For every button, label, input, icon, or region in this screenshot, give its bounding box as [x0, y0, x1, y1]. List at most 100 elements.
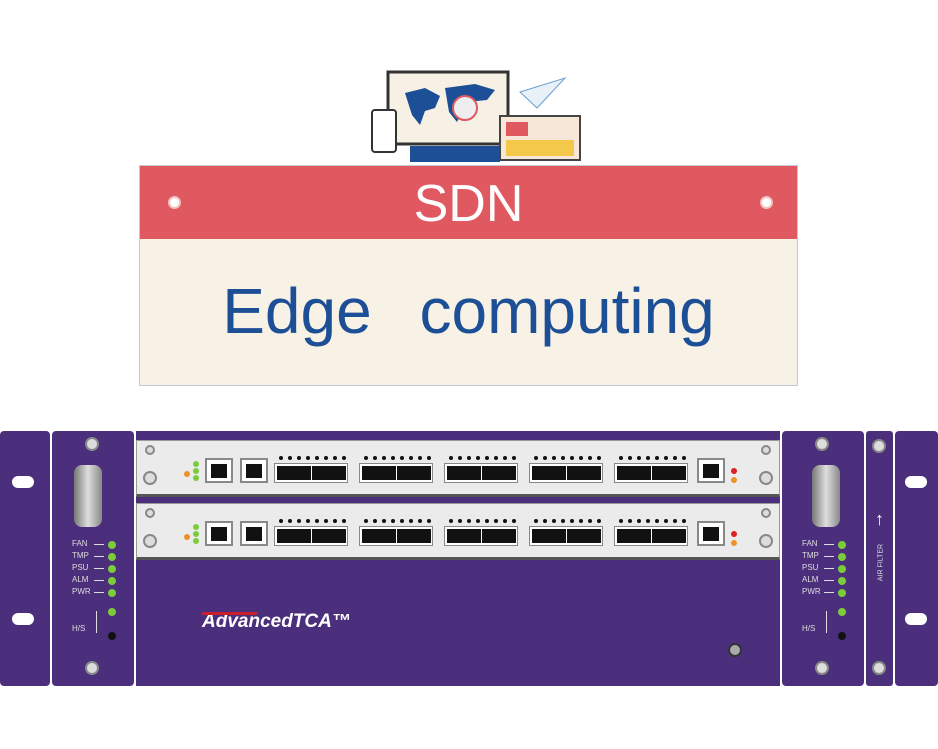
status-led [184, 471, 190, 477]
screw-icon [85, 661, 99, 675]
hs-label: H/S [72, 624, 86, 633]
arrow-up-icon: ↑ [875, 509, 884, 529]
port-led [543, 456, 547, 460]
banner-title: SDN [413, 175, 524, 233]
status-led-alm [838, 577, 846, 585]
hs-led [108, 608, 116, 616]
sfp-port-pair[interactable] [614, 526, 688, 546]
port-led [619, 519, 623, 523]
port-led [391, 456, 395, 460]
status-led-alm [108, 577, 116, 585]
sfp-port-pair[interactable] [274, 463, 348, 483]
port-led [458, 519, 462, 523]
advancedtca-logo: AdvancedTCA™ [202, 611, 351, 632]
port-led [494, 519, 498, 523]
rj45-port[interactable] [240, 458, 268, 483]
mount-slot [905, 476, 927, 488]
label-line [824, 592, 834, 593]
status-label-alm: ALM [802, 575, 819, 584]
screw-icon [85, 437, 99, 451]
status-led [193, 531, 199, 537]
port-led [552, 519, 556, 523]
port-led [427, 519, 431, 523]
label-line [824, 544, 834, 545]
port-led [342, 456, 346, 460]
air-filter-label: AIR FILTER [877, 543, 885, 582]
hs-line [826, 611, 827, 633]
rj45-port[interactable] [240, 521, 268, 546]
port-led [588, 519, 592, 523]
status-label-psu: PSU [802, 563, 819, 572]
port-led [279, 456, 283, 460]
sfp-port-pair[interactable] [274, 526, 348, 546]
port-led [664, 456, 668, 460]
sfp-port-pair[interactable] [614, 463, 688, 483]
port-led [646, 456, 650, 460]
port-led [534, 519, 538, 523]
devices-illustration [370, 68, 585, 166]
status-label-pwr: PWR [802, 587, 821, 596]
rj45-port[interactable] [205, 521, 233, 546]
status-led [193, 524, 199, 530]
sfp-port-pair[interactable] [529, 463, 603, 483]
port-led [476, 519, 480, 523]
screw-icon [761, 508, 771, 518]
ejector-handle-icon[interactable] [74, 465, 102, 527]
status-led-psu [838, 565, 846, 573]
rj45-port[interactable] [697, 521, 725, 546]
mount-slot [905, 613, 927, 625]
sfp-port-pair[interactable] [359, 526, 433, 546]
port-led [561, 519, 565, 523]
rj45-port[interactable] [697, 458, 725, 483]
ejector-handle-icon[interactable] [812, 465, 840, 527]
banner-header: SDN [140, 166, 797, 239]
port-led [485, 456, 489, 460]
port-led [467, 519, 471, 523]
sfp-port-pair[interactable] [529, 526, 603, 546]
port-led [400, 456, 404, 460]
port-led [561, 456, 565, 460]
port-led [400, 519, 404, 523]
port-led [646, 519, 650, 523]
port-led [315, 456, 319, 460]
hs-button[interactable] [108, 632, 116, 640]
port-led [342, 519, 346, 523]
sfp-port-pair[interactable] [444, 463, 518, 483]
port-led [333, 519, 337, 523]
label-line [94, 544, 104, 545]
port-led [597, 456, 601, 460]
status-led [731, 477, 737, 483]
blade-1 [136, 440, 780, 497]
label-line [94, 556, 104, 557]
port-led [391, 519, 395, 523]
port-led [503, 519, 507, 523]
screw-icon [872, 661, 886, 675]
status-led [193, 538, 199, 544]
air-filter-panel[interactable]: ↑ AIR FILTER [866, 431, 893, 686]
port-led [315, 519, 319, 523]
port-led [628, 456, 632, 460]
port-led [673, 456, 677, 460]
status-label-tmp: TMP [72, 551, 89, 560]
label-line [94, 580, 104, 581]
status-led-tmp [108, 553, 116, 561]
rj45-port[interactable] [205, 458, 233, 483]
computer-devices-icon [371, 70, 581, 162]
port-led [597, 519, 601, 523]
hs-button[interactable] [838, 632, 846, 640]
port-led [552, 456, 556, 460]
screw-icon [872, 439, 886, 453]
port-led [458, 456, 462, 460]
hs-line [96, 611, 97, 633]
status-led [193, 468, 199, 474]
label-line [824, 568, 834, 569]
port-led [485, 519, 489, 523]
port-led [418, 456, 422, 460]
sfp-port-pair[interactable] [444, 526, 518, 546]
sfp-port-pair[interactable] [359, 463, 433, 483]
status-led [731, 531, 737, 537]
port-led [467, 456, 471, 460]
screw-icon [145, 508, 155, 518]
